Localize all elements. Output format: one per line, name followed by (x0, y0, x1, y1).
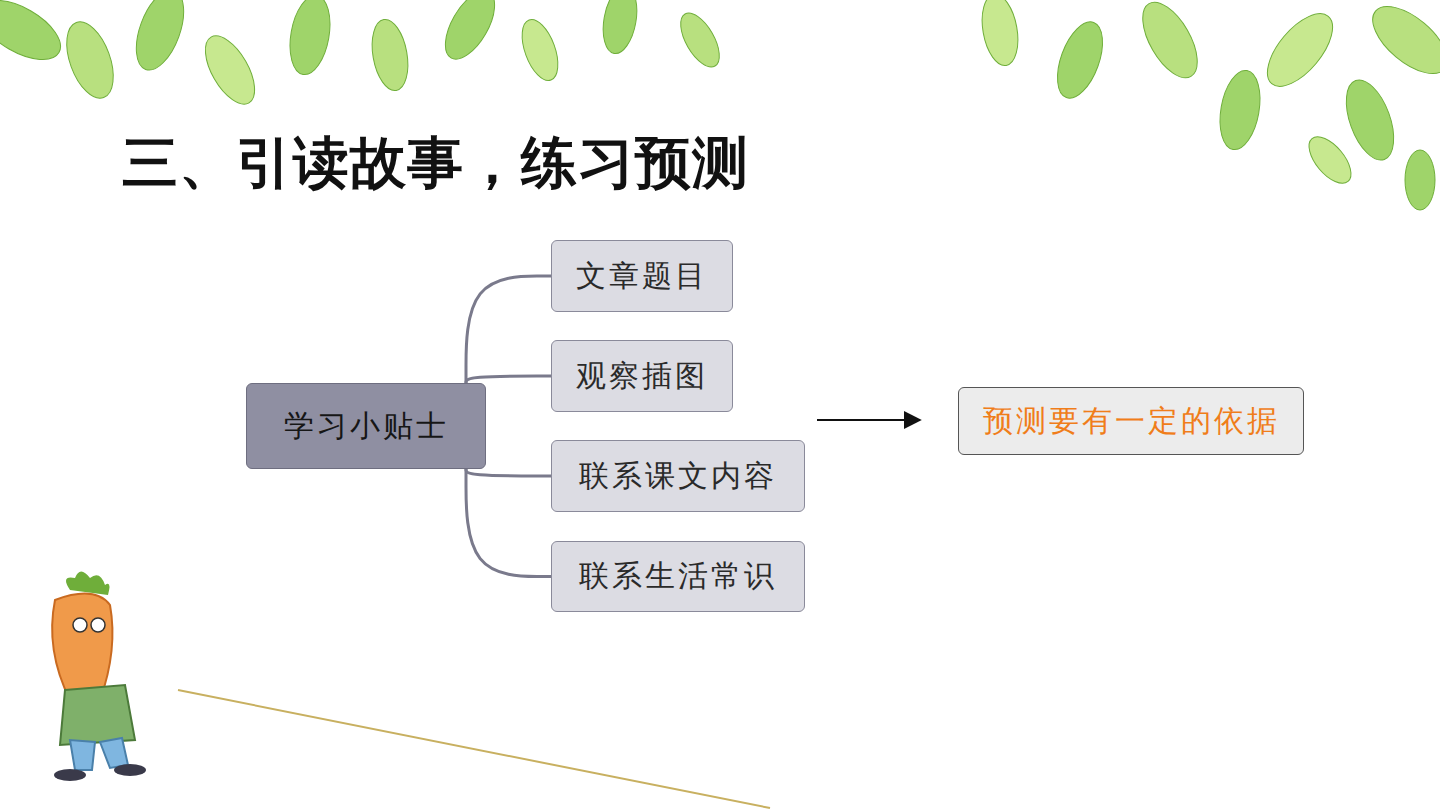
leaves-left (0, 0, 727, 112)
conclusion-box: 预测要有一定的依据 (958, 387, 1304, 455)
branch-connector (466, 469, 551, 476)
node-text: 联系课文内容 (579, 456, 777, 497)
node-text: 文章题目 (576, 256, 708, 297)
tip-box: 联系课文内容 (551, 440, 805, 512)
carrot-character (52, 572, 146, 782)
branch-connector (466, 276, 551, 383)
result-arrow (817, 419, 920, 421)
slide-title: 三、引读故事，练习预测 (122, 126, 749, 202)
root-box: 学习小贴士 (246, 383, 486, 469)
node-text: 联系生活常识 (579, 556, 777, 597)
branch-connector (466, 376, 551, 383)
branch-connector (466, 469, 551, 577)
tip-box: 联系生活常识 (551, 541, 805, 612)
node-text: 学习小贴士 (284, 406, 449, 447)
node-text: 观察插图 (576, 356, 708, 397)
ground-line (178, 690, 770, 808)
tip-box: 观察插图 (551, 340, 733, 412)
leaves-right (977, 0, 1440, 210)
node-text: 预测要有一定的依据 (983, 401, 1280, 442)
tip-box: 文章题目 (551, 240, 733, 312)
